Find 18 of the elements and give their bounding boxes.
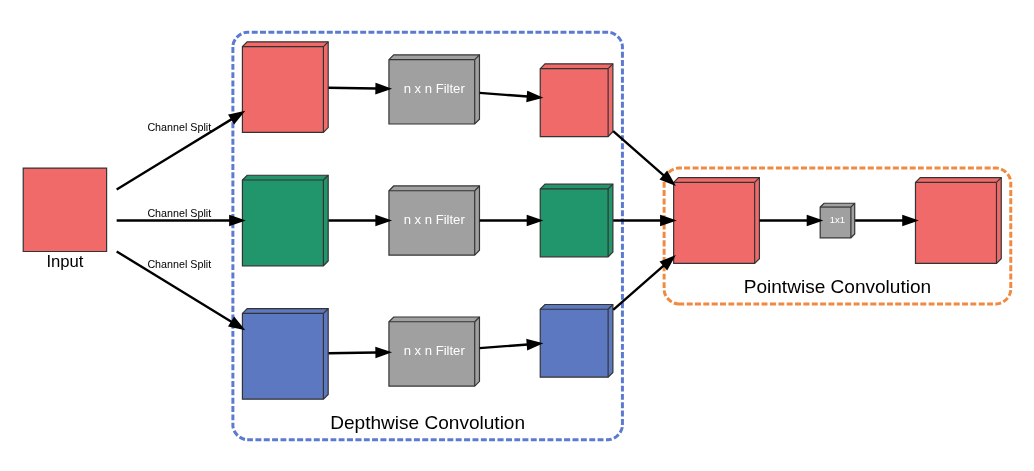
arrow [116,110,246,191]
arrow [479,214,544,226]
arrow [116,249,246,330]
arrow [759,214,824,226]
edge-label: Channel Split [147,206,212,219]
edge-label: Channel Split [147,120,212,133]
arrow [479,90,544,102]
arrow [328,346,393,358]
arrow [612,254,676,311]
edge-label: Channel Split [147,257,212,270]
arrow [855,214,919,226]
node-label: Input [46,251,84,271]
arrow [613,214,677,226]
arrow [116,214,246,226]
arrow [479,338,544,350]
arrow [612,129,676,186]
arrow [328,82,393,94]
arrow [328,214,393,226]
